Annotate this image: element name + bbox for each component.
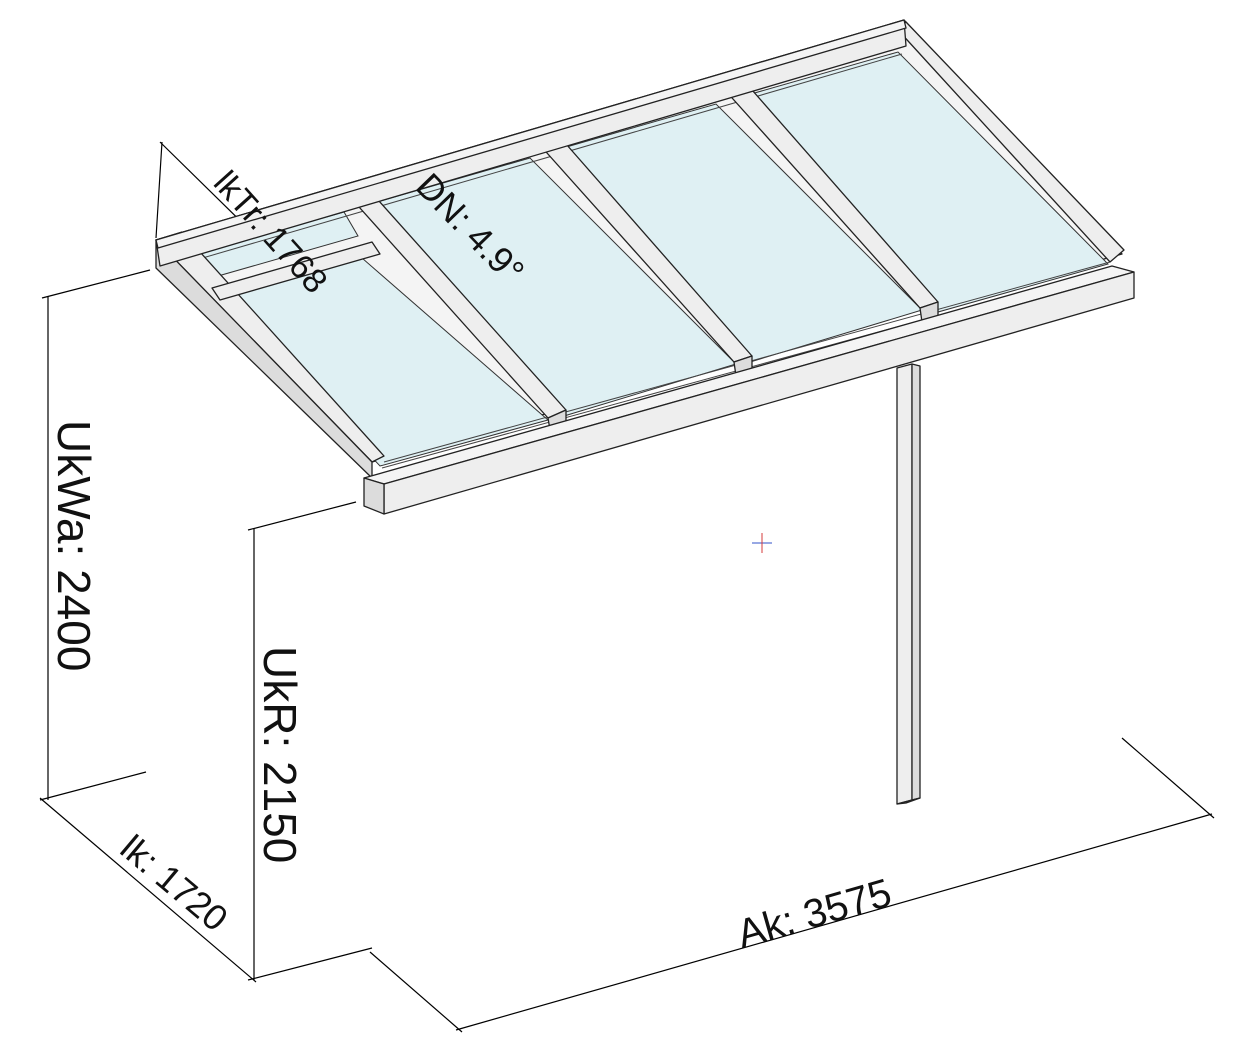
label-ukwa: UkWa: 2400 (48, 420, 100, 671)
label-ukr: UkR: 2150 (254, 646, 306, 863)
dim-ukwa-top-ext (41, 269, 151, 299)
origin-marker-icon (752, 533, 772, 553)
dim-ukr-top-ext (247, 501, 357, 531)
label-lk: lk: 1720 (113, 827, 236, 939)
dim-ukwa-bottom-ext (39, 771, 147, 801)
roof (155, 19, 1135, 515)
dim-lktr-ext-top (155, 141, 163, 239)
dim-lk-line (39, 797, 257, 983)
dim-ukr-bottom-ext (247, 947, 373, 981)
label-ak: Ak: 3575 (732, 871, 896, 957)
support-post (896, 363, 921, 805)
cross-beam (211, 241, 381, 301)
dim-ak-right-ext (1121, 737, 1215, 819)
dim-ak-left-ext (369, 951, 463, 1033)
dim-ak-line (455, 813, 1213, 1031)
